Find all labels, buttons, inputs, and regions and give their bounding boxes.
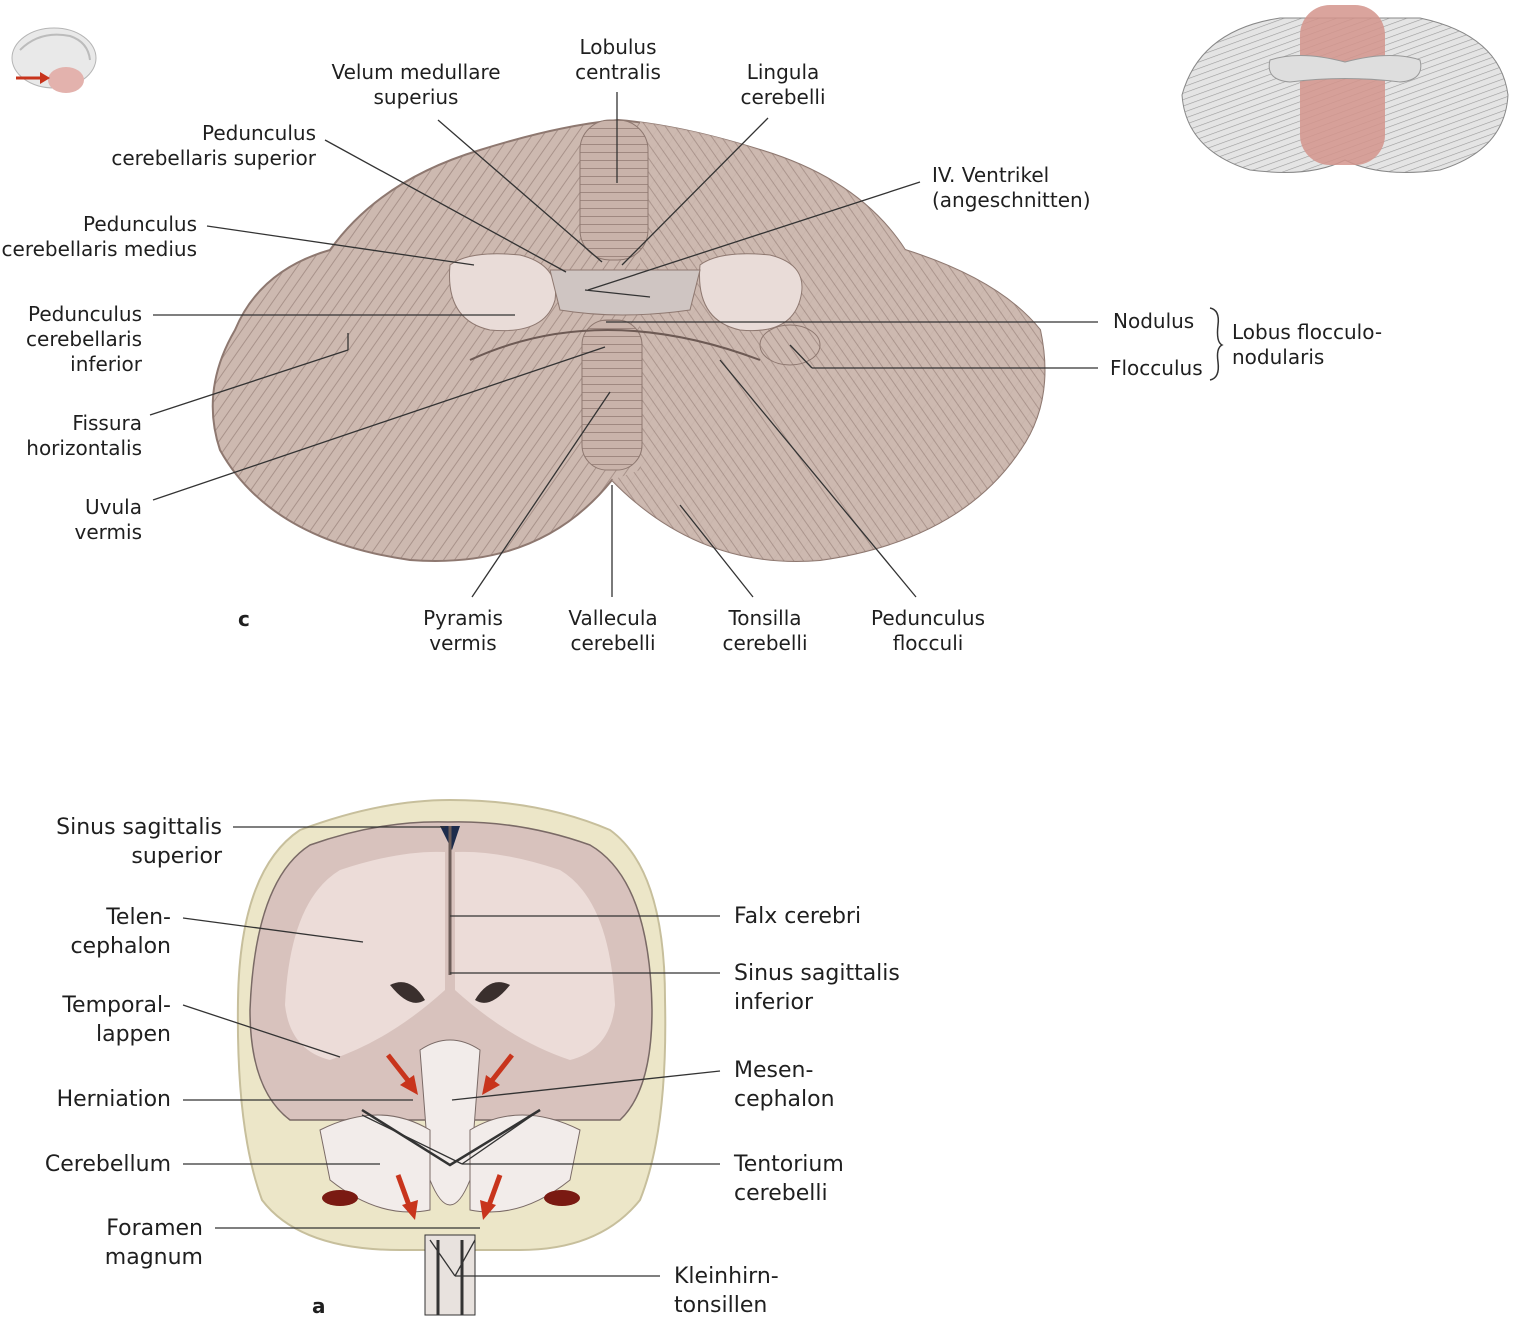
label-iv-ventrikel: IV. Ventrikel (angeschnitten)	[932, 163, 1091, 212]
label-sinus-sagittalis-superior: Sinus sagittalis superior	[56, 815, 222, 869]
orientation-brain-icon	[11, 27, 97, 93]
label-pedunculus-cerebellaris-inferior: Pedunculus cerebellaris inferior	[26, 302, 142, 376]
herniation-arrows	[386, 1053, 514, 1220]
leader-lines-c	[149, 92, 1098, 598]
label-pyramis-vermis: Pyramis vermis	[423, 606, 503, 655]
lobus-brace	[1209, 307, 1224, 381]
label-pedunculus-cerebellaris-superior: Pedunculus cerebellaris superior	[111, 121, 316, 170]
label-cerebellum: Cerebellum	[44, 1152, 171, 1177]
label-flocculus: Flocculus	[1110, 356, 1203, 380]
label-tonsilla-cerebelli: Tonsilla cerebelli	[722, 606, 808, 655]
label-velum-medullare-superius: Velum medullare superius	[331, 60, 501, 109]
label-lobulus-centralis: Lobulus centralis	[575, 35, 661, 84]
label-tentorium-cerebelli: Tentorium cerebelli	[734, 1152, 844, 1206]
label-falx-cerebri: Falx cerebri	[734, 904, 862, 929]
panel-letter-a: a	[312, 1294, 326, 1318]
label-lingula-cerebelli: Lingula cerebelli	[740, 60, 826, 109]
label-pedunculus-cerebellaris-medius: Pedunculus cerebellaris medius	[1, 212, 197, 261]
label-herniation: Herniation	[56, 1087, 171, 1112]
label-vallecula-cerebelli: Vallecula cerebelli	[568, 606, 658, 655]
label-pedunculus-flocculi: Pedunculus flocculi	[870, 606, 986, 655]
coronal-section-illustration	[236, 798, 667, 1316]
label-temporallappen: Temporal- lappen	[62, 993, 171, 1047]
cerebellum-illustration	[211, 118, 1046, 562]
label-telencephalon: Telen- cephalon	[70, 905, 171, 959]
label-mesencephalon: Mesen- cephalon	[734, 1058, 835, 1112]
label-uvula-vermis: Uvula vermis	[74, 495, 142, 544]
panel-letter-c: c	[238, 607, 250, 631]
label-kleinhirntonsillen: Kleinhirn- tonsillen	[674, 1264, 779, 1318]
orientation-cerebellum-icon	[1181, 5, 1509, 173]
label-nodulus: Nodulus	[1113, 309, 1195, 333]
label-sinus-sagittalis-inferior: Sinus sagittalis inferior	[734, 961, 900, 1015]
label-lobus-flocculonodularis: Lobus flocculo- nodularis	[1232, 320, 1383, 369]
leader-lines-a	[182, 826, 721, 1277]
label-foramen-magnum: Foramen magnum	[104, 1216, 203, 1270]
label-fissura-horizontalis: Fissura horizontalis	[26, 411, 142, 460]
